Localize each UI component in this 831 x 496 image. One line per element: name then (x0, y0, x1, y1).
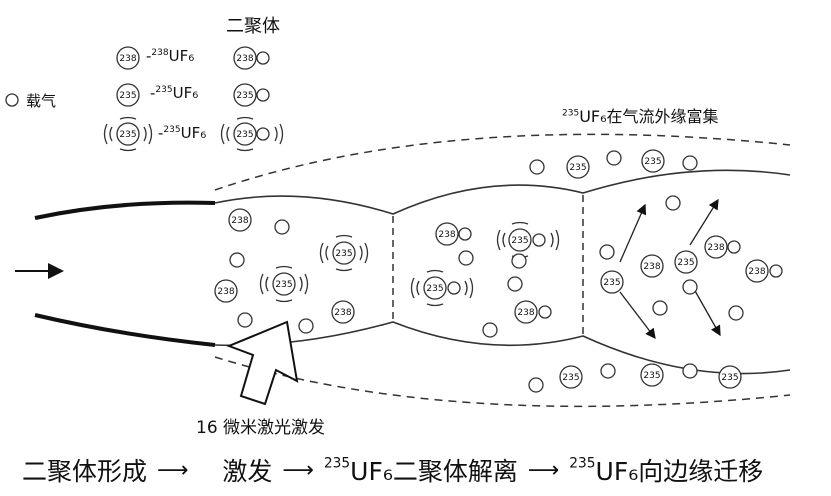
svg-text:235: 235 (603, 278, 620, 288)
flow-step-1: 二聚体形成 (22, 457, 148, 486)
flow-molecules (214, 149, 783, 393)
legend-graphics (5, 46, 270, 146)
flow-arrow-1: ⟶ (156, 457, 189, 483)
svg-text:235: 235 (275, 280, 292, 290)
svg-text:238: 238 (334, 308, 351, 318)
svg-text:235: 235 (562, 373, 579, 383)
flow-step-4: 235UF₆向边缘迁移 (569, 455, 764, 486)
flow-step-3: 235UF₆二聚体解离 (323, 455, 518, 486)
svg-text:238: 238 (231, 216, 248, 226)
legend-row-1-formula: -238UF₆ (146, 47, 195, 65)
svg-text:235: 235 (721, 373, 738, 383)
nozzle-upper-wall (34, 200, 216, 220)
svg-text:235: 235 (335, 249, 352, 259)
enrichment-note: 235UF₆在气流外缘富集 (562, 107, 719, 126)
legend-235-excited-label: 235 (119, 130, 136, 140)
svg-text:235: 235 (426, 284, 443, 294)
svg-text:235: 235 (236, 130, 253, 140)
svg-text:235: 235 (643, 371, 660, 381)
svg-text:238: 238 (707, 243, 724, 253)
svg-text:235: 235 (644, 157, 661, 167)
svg-text:238: 238 (643, 262, 660, 272)
legend-carrier-gas-icon (5, 93, 19, 107)
flow-arrow-3: ⟶ (527, 457, 560, 483)
flow-step-2: 激发 (222, 457, 273, 486)
svg-text:238: 238 (236, 54, 253, 64)
process-flow: 二聚体形成 ⟶ 激发 ⟶ 235UF₆二聚体解离 ⟶ 235UF₆向边缘迁移 (22, 452, 763, 488)
legend-235-label: 235 (119, 91, 136, 101)
molecule-labels: 238 235 235 238 235 235 238 238 235 235 … (119, 54, 765, 383)
nozzle-lower-wall (34, 313, 216, 347)
outer-flow-boundary-bottom (214, 356, 791, 408)
flow-arrow-2: ⟶ (282, 457, 314, 483)
svg-text:235: 235 (511, 236, 528, 246)
jet-boundary-top (214, 169, 791, 215)
outer-flow-boundary-top (214, 133, 791, 191)
carrier-gas-label: 载气 (26, 92, 57, 110)
migration-arrows (619, 198, 721, 340)
vibration-marks (103, 116, 560, 307)
legend-row-3-formula: -235UF₆ (158, 124, 207, 142)
svg-text:238: 238 (217, 287, 234, 297)
svg-text:235: 235 (677, 258, 694, 268)
legend-238-label: 238 (119, 54, 136, 64)
svg-text:238: 238 (748, 267, 765, 277)
laser-arrow (226, 320, 299, 406)
svg-text:238: 238 (517, 308, 534, 318)
svg-text:235: 235 (236, 91, 253, 101)
dimer-title: 二聚体 (226, 16, 280, 37)
legend-row-2-formula: -235UF₆ (150, 84, 199, 102)
svg-text:235: 235 (569, 163, 586, 173)
laser-excitation-label: 16 微米激光激发 (196, 418, 326, 438)
svg-text:238: 238 (438, 230, 455, 240)
